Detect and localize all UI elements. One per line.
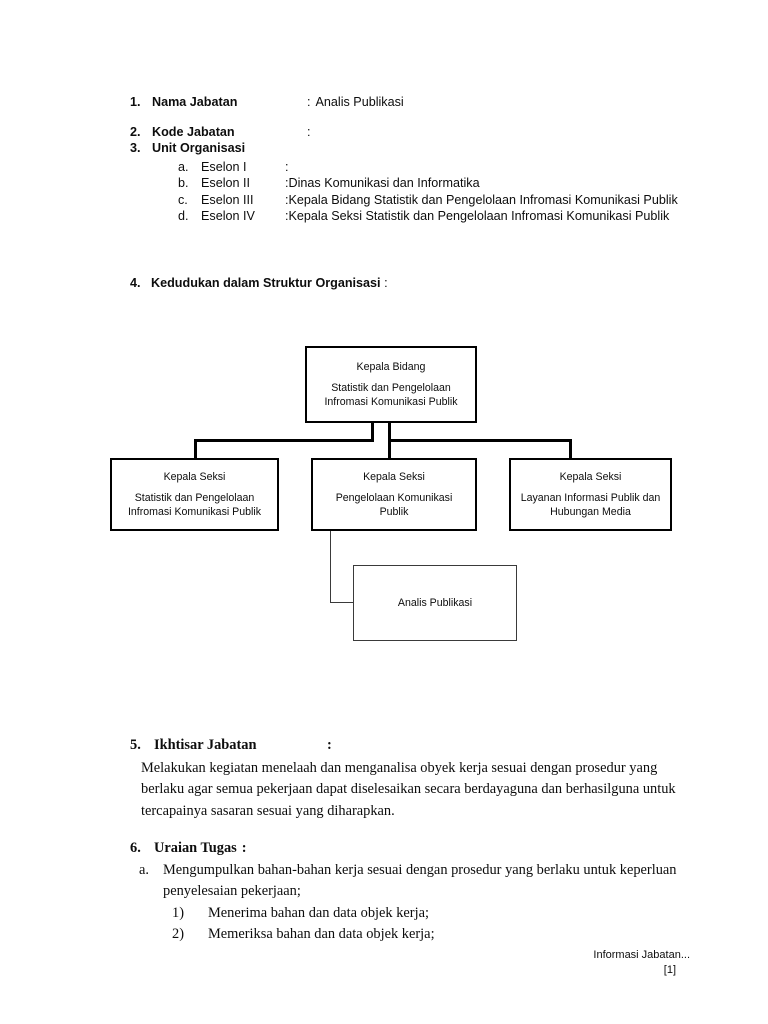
task-text: Mengumpulkan bahan-bahan kerja sesuai de… [163, 861, 677, 900]
field-value: Analis Publikasi [315, 95, 404, 109]
eselon-colon: : [285, 159, 289, 174]
connector-bar-left [194, 439, 374, 442]
item-number: 1. [130, 95, 141, 109]
connector-leaf-horizontal [330, 602, 354, 603]
section-5-heading: 5. Ikhtisar Jabatan : [130, 735, 705, 757]
section-label: Uraian Tugas [154, 840, 237, 856]
section-label: Kedudukan dalam Struktur Organisasi [151, 276, 381, 290]
subtask-item-1: 1) Menerima bahan dan data objek kerja; [172, 903, 705, 925]
eselon-value: Kepala Bidang Statistik dan Pengelolaan … [288, 192, 678, 207]
org-node-title: Kepala Seksi [163, 471, 226, 483]
eselon-list: a. Eselon I : b. Eselon II : Dinas Komun… [130, 159, 700, 225]
org-node-subtitle: Pengelolaan Komunikasi Publik [335, 492, 453, 518]
eselon-colon: : [285, 209, 289, 223]
org-node-analis-publikasi: Analis Publikasi [353, 565, 517, 641]
eselon-value: Kepala Seksi Statistik dan Pengelolaan I… [288, 209, 670, 223]
eselon-name: Eselon I [201, 159, 247, 174]
section-6-heading: 6. Uraian Tugas : [130, 838, 705, 860]
organization-chart: Kepala Bidang Statistik dan Pengelolaan … [110, 346, 672, 641]
job-description-section: 5. Ikhtisar Jabatan : Melakukan kegiatan… [130, 735, 705, 946]
eselon-value: Dinas Komunikasi dan Informatika [288, 176, 480, 190]
page-footer: Informasi Jabatan... [1] [0, 948, 690, 978]
field-colon: : [307, 124, 311, 139]
org-node-subtitle: Layanan Informasi Publik dan Hubungan Me… [520, 492, 661, 518]
eselon-name: Eselon II [201, 176, 251, 190]
item-number: 2. [130, 124, 141, 139]
section-colon: : [327, 737, 332, 753]
item-number: 4. [130, 276, 141, 290]
subtask-text: Memeriksa bahan dan data objek kerja; [208, 926, 435, 942]
org-node-title: Kepala Seksi [363, 471, 425, 483]
eselon-marker: b. [178, 176, 189, 190]
section-spacer [130, 822, 705, 838]
connector-drop-left-child [194, 439, 197, 459]
section-colon: : [384, 276, 388, 290]
eselon-marker: a. [178, 159, 189, 174]
field-label: Nama Jabatan [152, 95, 238, 109]
subtask-marker: 2) [172, 926, 184, 942]
org-node-seksi-layanan: Kepala Seksi Layanan Informasi Publik da… [509, 458, 672, 531]
subtask-item-2: 2) Memeriksa bahan dan data objek kerja; [172, 924, 705, 946]
org-node-seksi-statistik: Kepala Seksi Statistik dan Pengelolaan I… [110, 458, 279, 531]
connector-leaf-vertical [330, 531, 331, 602]
task-marker: a. [139, 861, 149, 878]
eselon-item-1: a. Eselon I : [130, 159, 700, 176]
eselon-marker: c. [178, 192, 188, 207]
eselon-colon: : [285, 192, 289, 207]
footer-text: Informasi Jabatan... [593, 949, 690, 961]
item-number: 3. [130, 141, 141, 155]
field-colon: : [307, 95, 311, 109]
field-kode-jabatan: 2. Kode Jabatan : [130, 124, 700, 141]
eselon-item-2: b. Eselon II : Dinas Komunikasi dan Info… [130, 175, 700, 192]
field-nama-jabatan: 1. Nama Jabatan : Analis Publikasi [130, 94, 700, 111]
section-4-heading: 4. Kedudukan dalam Struktur Organisasi : [130, 276, 388, 290]
subtask-text: Menerima bahan dan data objek kerja; [208, 904, 429, 921]
page-number: [1] [663, 964, 676, 976]
job-identity-section: 1. Nama Jabatan : Analis Publikasi 2. Ko… [130, 94, 700, 225]
item-number: 5. [130, 737, 141, 753]
connector-root-stem-left [371, 423, 374, 441]
eselon-name: Eselon III [201, 192, 254, 207]
eselon-name: Eselon IV [201, 209, 255, 223]
connector-bar-right [388, 439, 572, 442]
org-node-subtitle: Statistik dan Pengelolaan Infromasi Komu… [127, 492, 262, 518]
field-label: Kode Jabatan [152, 124, 235, 139]
org-node-subtitle: Statistik dan Pengelolaan Infromasi Komu… [324, 382, 458, 408]
org-node-root: Kepala Bidang Statistik dan Pengelolaan … [305, 346, 477, 423]
org-node-title: Kepala Bidang [356, 361, 426, 373]
eselon-colon: : [285, 176, 289, 190]
section-colon: : [241, 840, 247, 856]
org-node-title: Kepala Seksi [559, 471, 622, 483]
eselon-item-4: d. Eselon IV : Kepala Seksi Statistik da… [130, 208, 700, 225]
eselon-item-3: c. Eselon III : Kepala Bidang Statistik … [130, 192, 700, 209]
section-label: Ikhtisar Jabatan [154, 737, 257, 753]
org-node-seksi-pengelolaan: Kepala Seksi Pengelolaan Komunikasi Publ… [311, 458, 477, 531]
section-5-body: Melakukan kegiatan menelaah dan menganal… [141, 759, 676, 819]
subtask-marker: 1) [172, 904, 184, 921]
eselon-marker: d. [178, 209, 189, 223]
task-item-a: a. Mengumpulkan bahan-bahan kerja sesuai… [139, 860, 705, 903]
field-label: Unit Organisasi [152, 141, 246, 155]
item-number: 6. [130, 840, 141, 856]
connector-drop-right-child [569, 439, 572, 459]
field-unit-organisasi: 3. Unit Organisasi [130, 140, 700, 157]
org-node-title: Analis Publikasi [397, 597, 473, 609]
